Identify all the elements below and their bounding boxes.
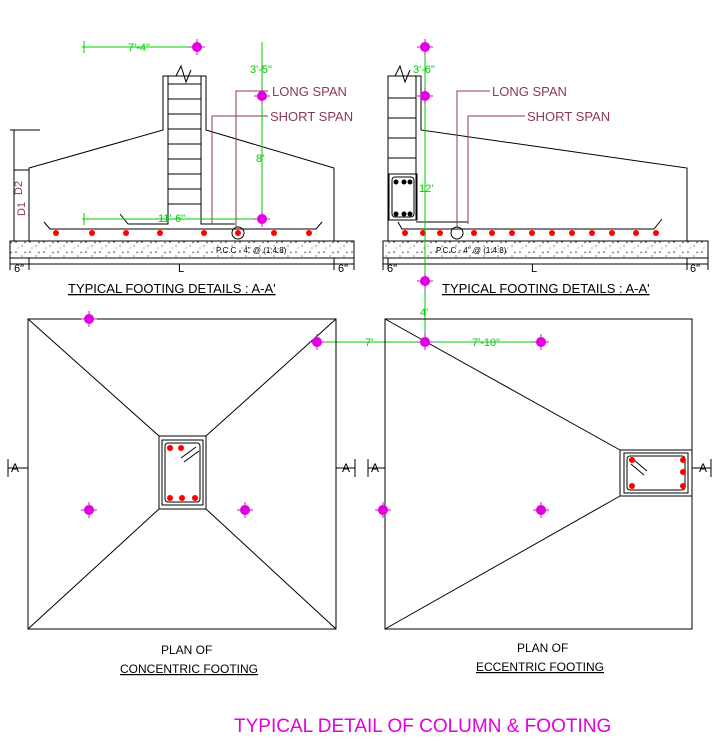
- concentric-plan-bars: [167, 445, 198, 501]
- concentric-plan-nodes: [84, 314, 250, 515]
- section-mark-right: A: [342, 461, 350, 475]
- offset-left-label: 6": [14, 263, 24, 275]
- main-title: TYPICAL DETAIL OF COLUMN & FOOTING: [234, 716, 611, 737]
- dim-bottom-label: 11'-6": [158, 213, 185, 225]
- long-span-label: LONG SPAN: [492, 84, 567, 99]
- concentric-rebar-dots: [53, 230, 312, 236]
- short-span-label: SHORT SPAN: [527, 109, 610, 124]
- section-mark-left: A: [371, 461, 379, 475]
- dim-horiz-1-label: 7': [365, 337, 373, 349]
- d1-label: D1: [16, 202, 28, 216]
- eccentric-plan-label-1: PLAN OF: [517, 641, 568, 655]
- dim-vert-2-label: 8': [256, 153, 264, 165]
- pcc-bed: [9, 240, 355, 259]
- eccentric-plan-label-2: ECCENTRIC FOOTING: [476, 660, 604, 674]
- eccentric-column-bars: [393, 179, 413, 217]
- pcc-label: P.C.C - 4" @ (1:4:8): [436, 246, 507, 255]
- bottom-mesh: [397, 218, 663, 230]
- eccentric-plan-nodes: [312, 337, 546, 515]
- section-mark-left: A: [11, 461, 19, 475]
- concentric-section-title: TYPICAL FOOTING DETAILS : A-A': [68, 281, 276, 296]
- dim-vert-2-label: 12': [419, 183, 433, 195]
- footing-outline: [387, 75, 688, 241]
- offset-right-label: 6": [338, 263, 348, 275]
- eccentric-leaders: [456, 90, 525, 228]
- dim-vert-1-label: 3'-6": [413, 64, 435, 76]
- eccentric-plan-bars: [629, 457, 686, 489]
- eccentric-plan: [367, 318, 712, 630]
- concentric-plan-label-2: CONCENTRIC FOOTING: [120, 662, 258, 676]
- concentric-leaders: [211, 90, 268, 228]
- short-span-label: SHORT SPAN: [270, 109, 353, 124]
- eccentric-rebar-dots: [402, 230, 659, 236]
- column-ties: [168, 83, 201, 205]
- dim-horiz-2-label: 7'-10": [472, 337, 500, 349]
- eccentric-section-title: TYPICAL FOOTING DETAILS : A-A': [442, 281, 650, 296]
- concentric-plan: [7, 318, 356, 630]
- pcc-bed: [382, 240, 709, 259]
- column-section-box: [161, 439, 204, 506]
- concentric-section: [9, 64, 355, 270]
- length-label: L: [531, 263, 537, 275]
- long-span-label: LONG SPAN: [272, 84, 347, 99]
- column-section-box: [623, 452, 689, 494]
- length-label: L: [178, 263, 184, 275]
- section-mark-right: A: [699, 461, 707, 475]
- dim-top-label: 7'-4": [128, 42, 150, 54]
- offset-left-label: 6": [387, 263, 397, 275]
- concentric-plan-label-1: PLAN OF: [161, 643, 212, 657]
- bottom-mesh: [43, 221, 323, 230]
- offset-right-label: 6": [690, 263, 700, 275]
- d2-label: D2: [13, 181, 25, 195]
- concentric-green-dims: [82, 41, 263, 225]
- dim-vert-1-label: 3'-5": [250, 64, 272, 76]
- pcc-label: P.C.C - 4" @ (1:4:8): [216, 246, 287, 255]
- column-section-box: [388, 173, 418, 221]
- dim-vert-3-label: 4': [420, 307, 428, 319]
